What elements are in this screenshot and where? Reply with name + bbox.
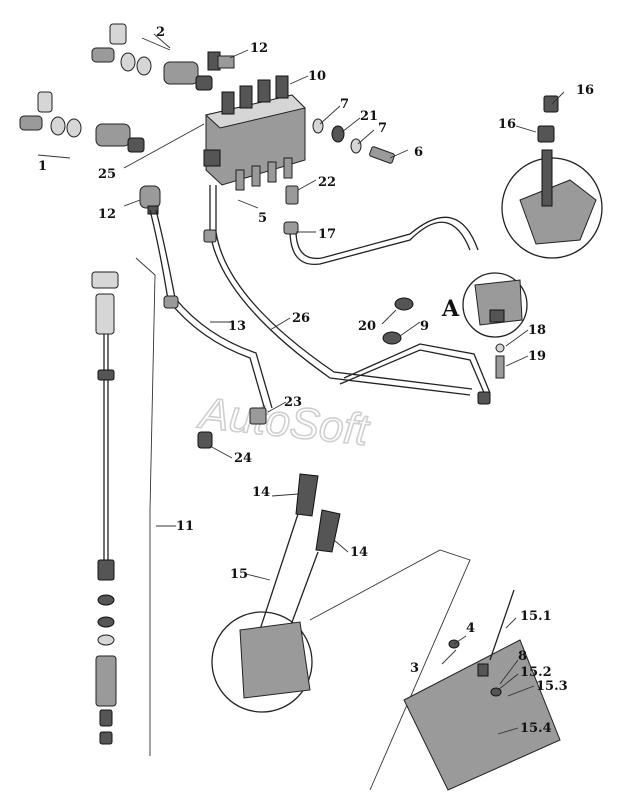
callout-7-upper: 7 bbox=[340, 97, 349, 112]
callout-25: 25 bbox=[98, 167, 116, 182]
callout-14-left: 14 bbox=[252, 485, 270, 500]
callout-26: 26 bbox=[292, 311, 310, 326]
callout-9: 9 bbox=[420, 319, 429, 334]
callout-24: 24 bbox=[234, 451, 252, 466]
callout-15: 15 bbox=[230, 567, 248, 582]
callout-13: 13 bbox=[228, 319, 246, 334]
callout-12-left: 12 bbox=[98, 207, 116, 222]
hose-fitting-assembly-1 bbox=[19, 91, 145, 159]
callout-8: 8 bbox=[518, 649, 527, 664]
detail-letter-a: A bbox=[441, 296, 460, 322]
callout-10: 10 bbox=[308, 69, 326, 84]
callout-7-lower: 7 bbox=[378, 121, 387, 136]
callout-15-1: 15.1 bbox=[520, 609, 552, 624]
callout-15-2: 15.2 bbox=[520, 665, 552, 680]
lever-detail-panel bbox=[309, 549, 561, 791]
callout-6: 6 bbox=[414, 145, 423, 160]
callout-15-3: 15.3 bbox=[536, 679, 568, 694]
detail-circle-16 bbox=[501, 95, 603, 259]
linkage-rod-11 bbox=[91, 271, 119, 745]
callout-16-right: 16 bbox=[576, 83, 594, 98]
callout-18: 18 bbox=[528, 323, 546, 338]
callout-12-top: 12 bbox=[250, 41, 268, 56]
washers-and-bolt-6-7-21 bbox=[312, 118, 395, 164]
callout-3: 3 bbox=[410, 661, 419, 676]
leader-lines bbox=[123, 33, 565, 735]
callout-4: 4 bbox=[466, 621, 475, 636]
callout-1: 1 bbox=[38, 159, 47, 174]
callout-11: 11 bbox=[176, 519, 194, 534]
callout-20: 20 bbox=[358, 319, 376, 334]
callout-23: 23 bbox=[284, 395, 302, 410]
callout-16-left: 16 bbox=[498, 117, 516, 132]
callout-14-right: 14 bbox=[350, 545, 368, 560]
hose-fitting-assembly-2 bbox=[91, 23, 213, 91]
elbow-fitting-12-left bbox=[139, 185, 161, 215]
hydraulic-distributor bbox=[203, 75, 306, 191]
hose-lines bbox=[149, 185, 491, 411]
control-levers-15 bbox=[211, 473, 341, 713]
fitting-part-12-top bbox=[207, 51, 235, 71]
callout-15-4: 15.4 bbox=[520, 721, 552, 736]
callout-22: 22 bbox=[318, 175, 336, 190]
callout-2: 2 bbox=[156, 25, 165, 40]
callout-21: 21 bbox=[360, 109, 378, 124]
callout-17: 17 bbox=[318, 227, 336, 242]
callout-5: 5 bbox=[258, 211, 267, 226]
callout-19: 19 bbox=[528, 349, 546, 364]
bracket-line-11 bbox=[135, 257, 156, 756]
detail-circle-a bbox=[462, 272, 528, 338]
small-parts-9-18-19-20-23-24 bbox=[197, 297, 505, 449]
